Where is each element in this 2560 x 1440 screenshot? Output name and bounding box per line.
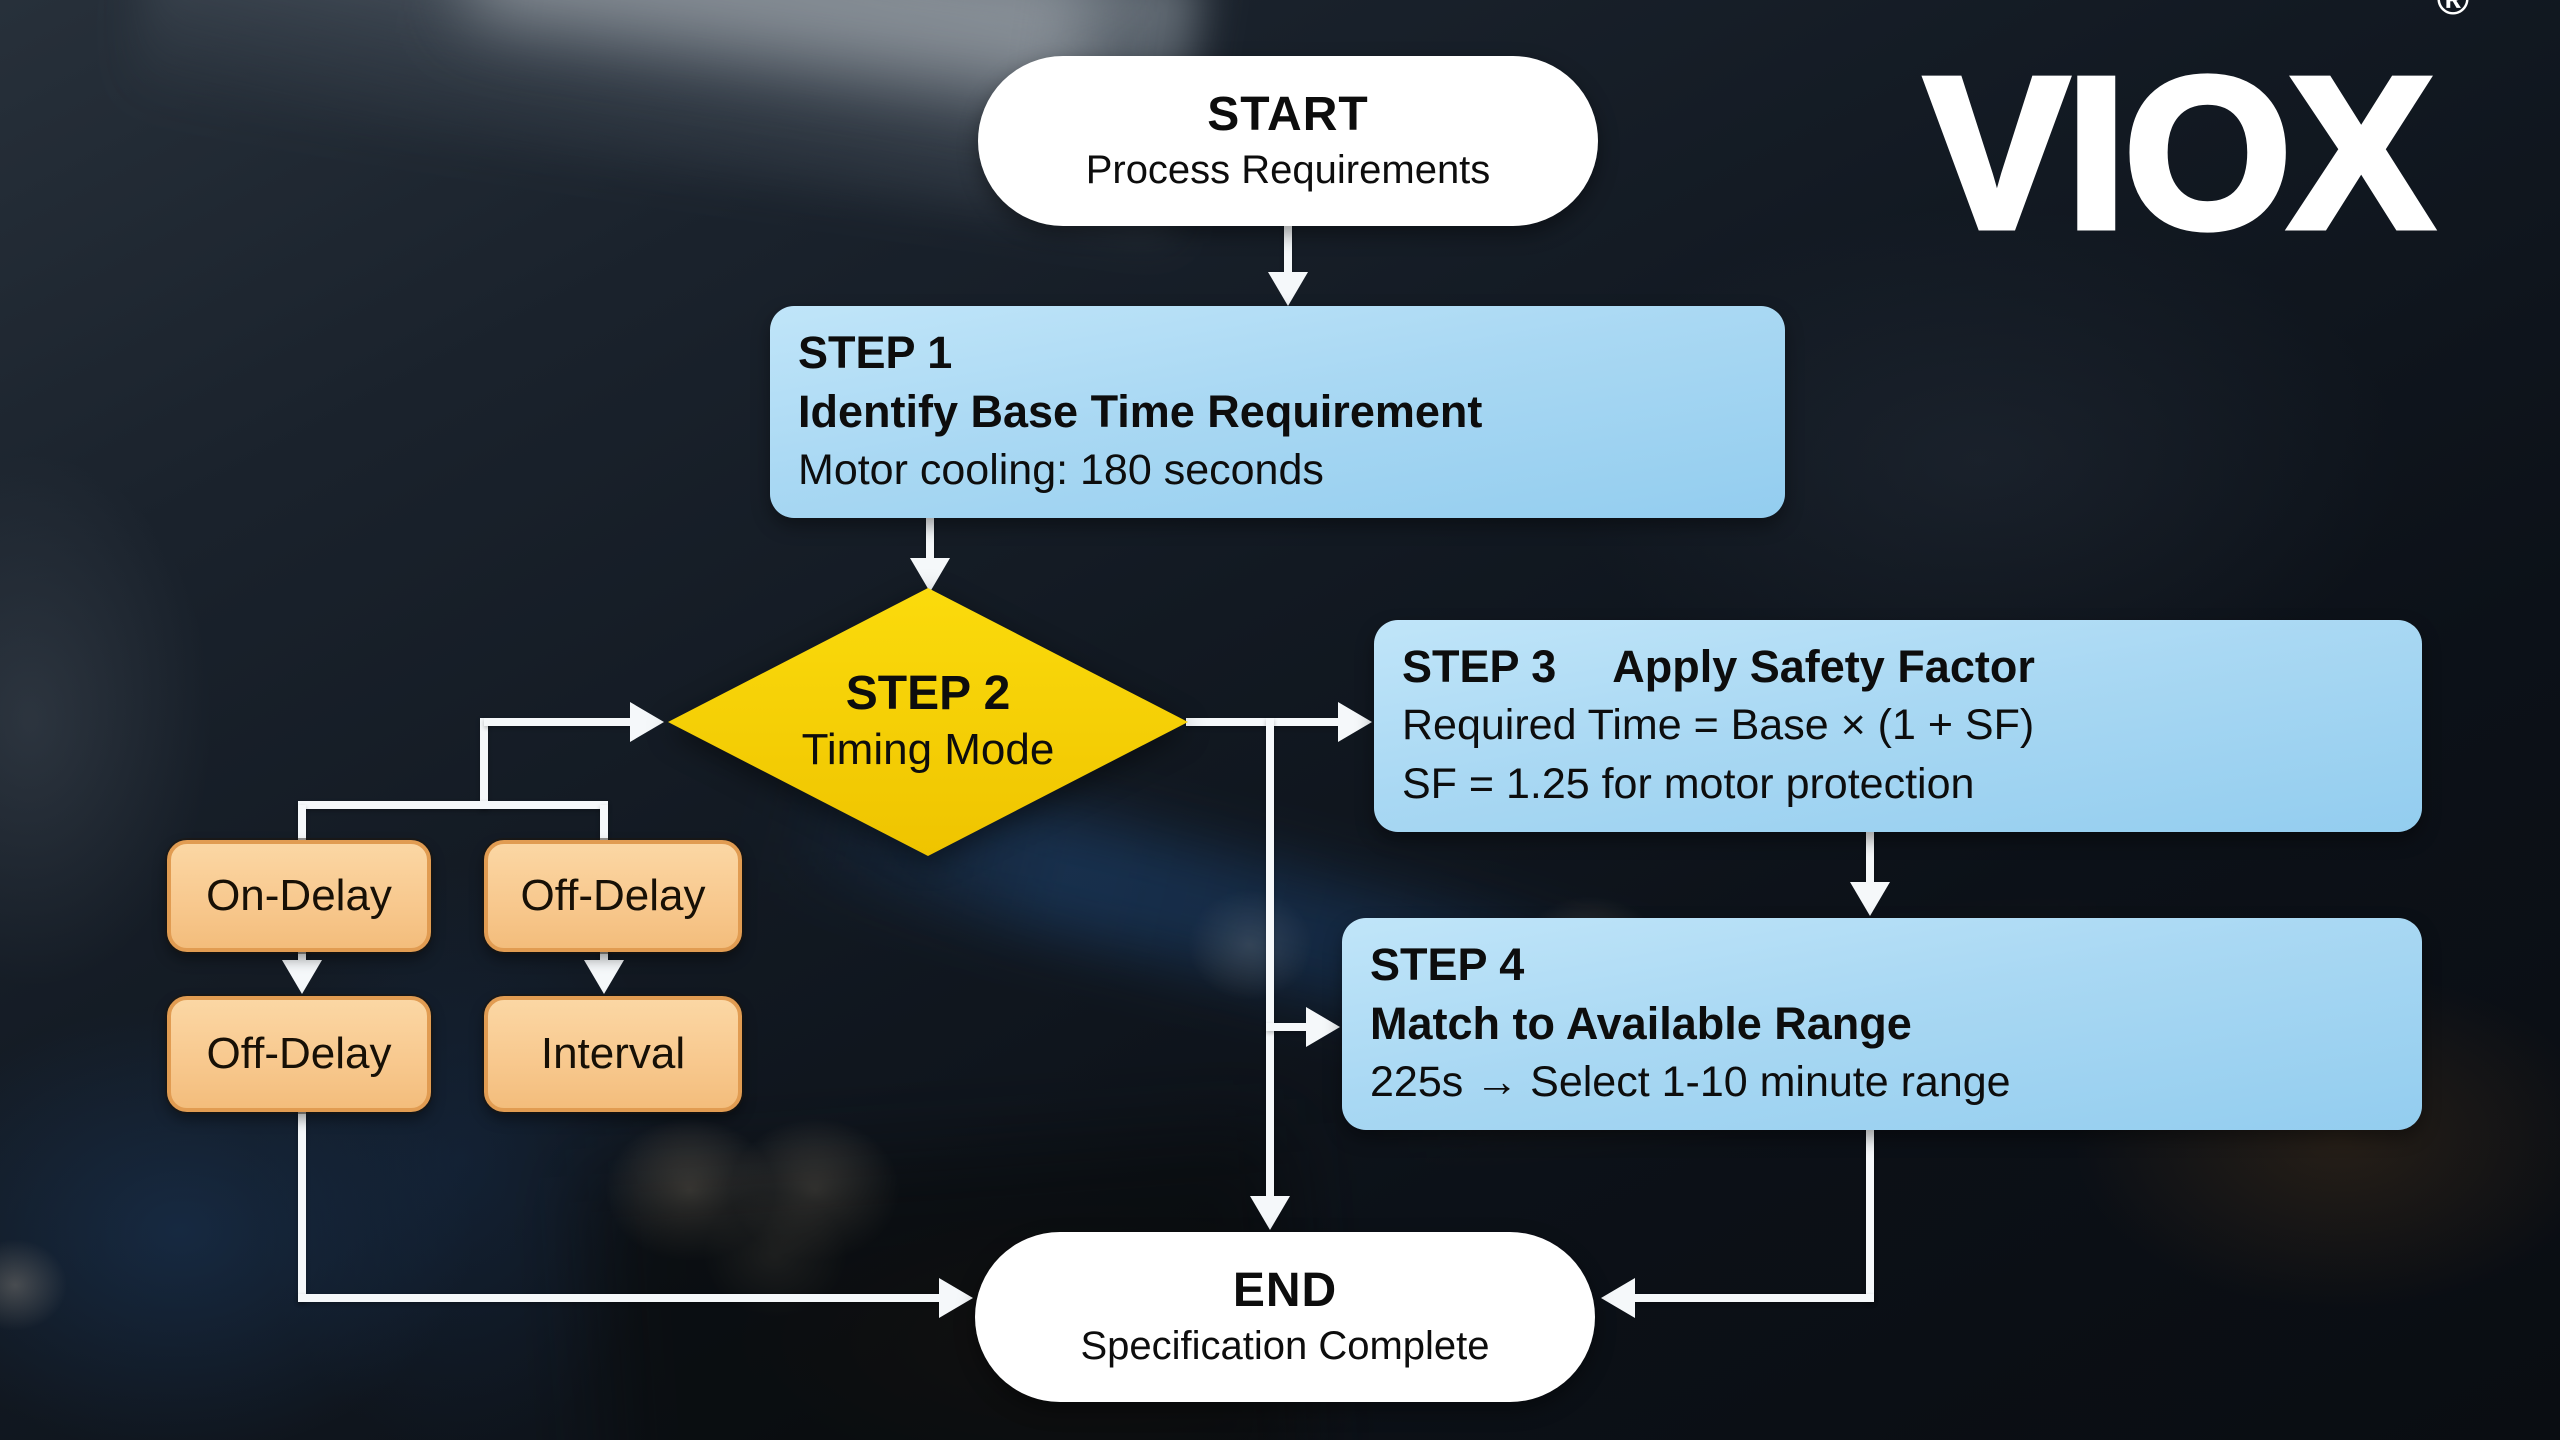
connector-step2-end-vertical	[1266, 718, 1274, 1200]
connector-options-elbow-horizontal	[484, 718, 634, 726]
end-title: END	[1232, 1264, 1338, 1317]
arrowhead-into-step4-left	[1306, 1007, 1340, 1047]
step1-node: STEP 1 Identify Base Time Requirement Mo…	[770, 306, 1785, 518]
connector-ondelay-offdelay	[298, 950, 306, 964]
step3-heading: STEP 3	[1402, 641, 1557, 692]
arrowhead-into-step3	[1338, 702, 1372, 742]
registered-trademark-icon: ®	[2437, 0, 2469, 24]
step4-node: STEP 4 Match to Available Range 225s → S…	[1342, 918, 2422, 1130]
connector-offdelay-interval	[600, 950, 608, 964]
connector-step1-step2	[926, 518, 934, 562]
connector-step2-step3	[1186, 718, 1340, 726]
step4-subheading: Match to Available Range	[1370, 998, 1912, 1049]
arrowhead-into-step2-left	[630, 702, 664, 742]
connector-bar-offdelay	[600, 805, 608, 843]
connector-options-elbow-vertical	[480, 718, 488, 809]
connector-options-bar	[298, 801, 608, 809]
start-title: START	[1207, 88, 1369, 141]
step1-detail: Motor cooling: 180 seconds	[798, 446, 1324, 494]
connector-bar-ondelay	[298, 805, 306, 843]
connector-step4-end-horizontal	[1633, 1294, 1874, 1302]
step3-line1: Required Time = Base × (1 + SF)	[1402, 701, 2035, 749]
step2-subheading: Timing Mode	[801, 725, 1055, 774]
viox-logo-text: VIOX	[1922, 32, 2437, 273]
step3-heading2: Apply Safety Factor	[1612, 641, 2035, 692]
option-off-delay-bottom-label: Off-Delay	[206, 1029, 392, 1078]
arrowhead-into-step4-top	[1850, 882, 1890, 916]
option-off-delay-top: Off-Delay	[484, 840, 742, 952]
step1-heading: STEP 1	[798, 327, 953, 378]
connector-step3-step4	[1866, 832, 1874, 886]
arrowhead-into-interval	[584, 960, 624, 994]
option-off-delay-bottom: Off-Delay	[167, 996, 431, 1112]
decision-diamond-shape	[668, 588, 1188, 856]
option-interval-label: Interval	[540, 1029, 686, 1078]
option-off-delay-top-label: Off-Delay	[520, 871, 706, 920]
connector-step4-end-vertical	[1866, 1130, 1874, 1302]
start-node: START Process Requirements	[978, 56, 1598, 226]
step3-line2: SF = 1.25 for motor protection	[1402, 760, 1975, 808]
connector-offdelay-end-horizontal	[298, 1294, 943, 1302]
step2-text: STEP 2 Timing Mode	[668, 588, 1188, 856]
step1-subheading: Identify Base Time Requirement	[798, 386, 1483, 437]
option-interval: Interval	[484, 996, 742, 1112]
step2-heading: STEP 2	[845, 667, 1011, 720]
arrowhead-into-end-left	[939, 1278, 973, 1318]
option-on-delay-label: On-Delay	[206, 871, 392, 920]
arrowhead-into-step2	[910, 558, 950, 592]
end-node: END Specification Complete	[975, 1232, 1595, 1402]
viox-logo: VIOX®	[1922, 0, 2470, 264]
arrowhead-into-end-top	[1250, 1196, 1290, 1230]
connector-offdelay-end-vertical	[298, 1112, 306, 1302]
step4-heading: STEP 4	[1370, 939, 1525, 990]
step3-node: STEP 3 Apply Safety Factor Required Time …	[1374, 620, 2422, 832]
arrowhead-into-step1	[1268, 272, 1308, 306]
step2-decision-node: STEP 2 Timing Mode	[668, 588, 1188, 856]
connector-branch-step4	[1266, 1023, 1310, 1031]
end-subtitle: Specification Complete	[1080, 1324, 1490, 1368]
option-on-delay: On-Delay	[167, 840, 431, 952]
connector-start-step1	[1284, 224, 1292, 276]
arrowhead-into-end-right	[1601, 1278, 1635, 1318]
arrowhead-into-offdelay-left	[282, 960, 322, 994]
start-subtitle: Process Requirements	[1085, 148, 1491, 192]
step4-detail: 225s → Select 1-10 minute range	[1370, 1058, 2011, 1106]
